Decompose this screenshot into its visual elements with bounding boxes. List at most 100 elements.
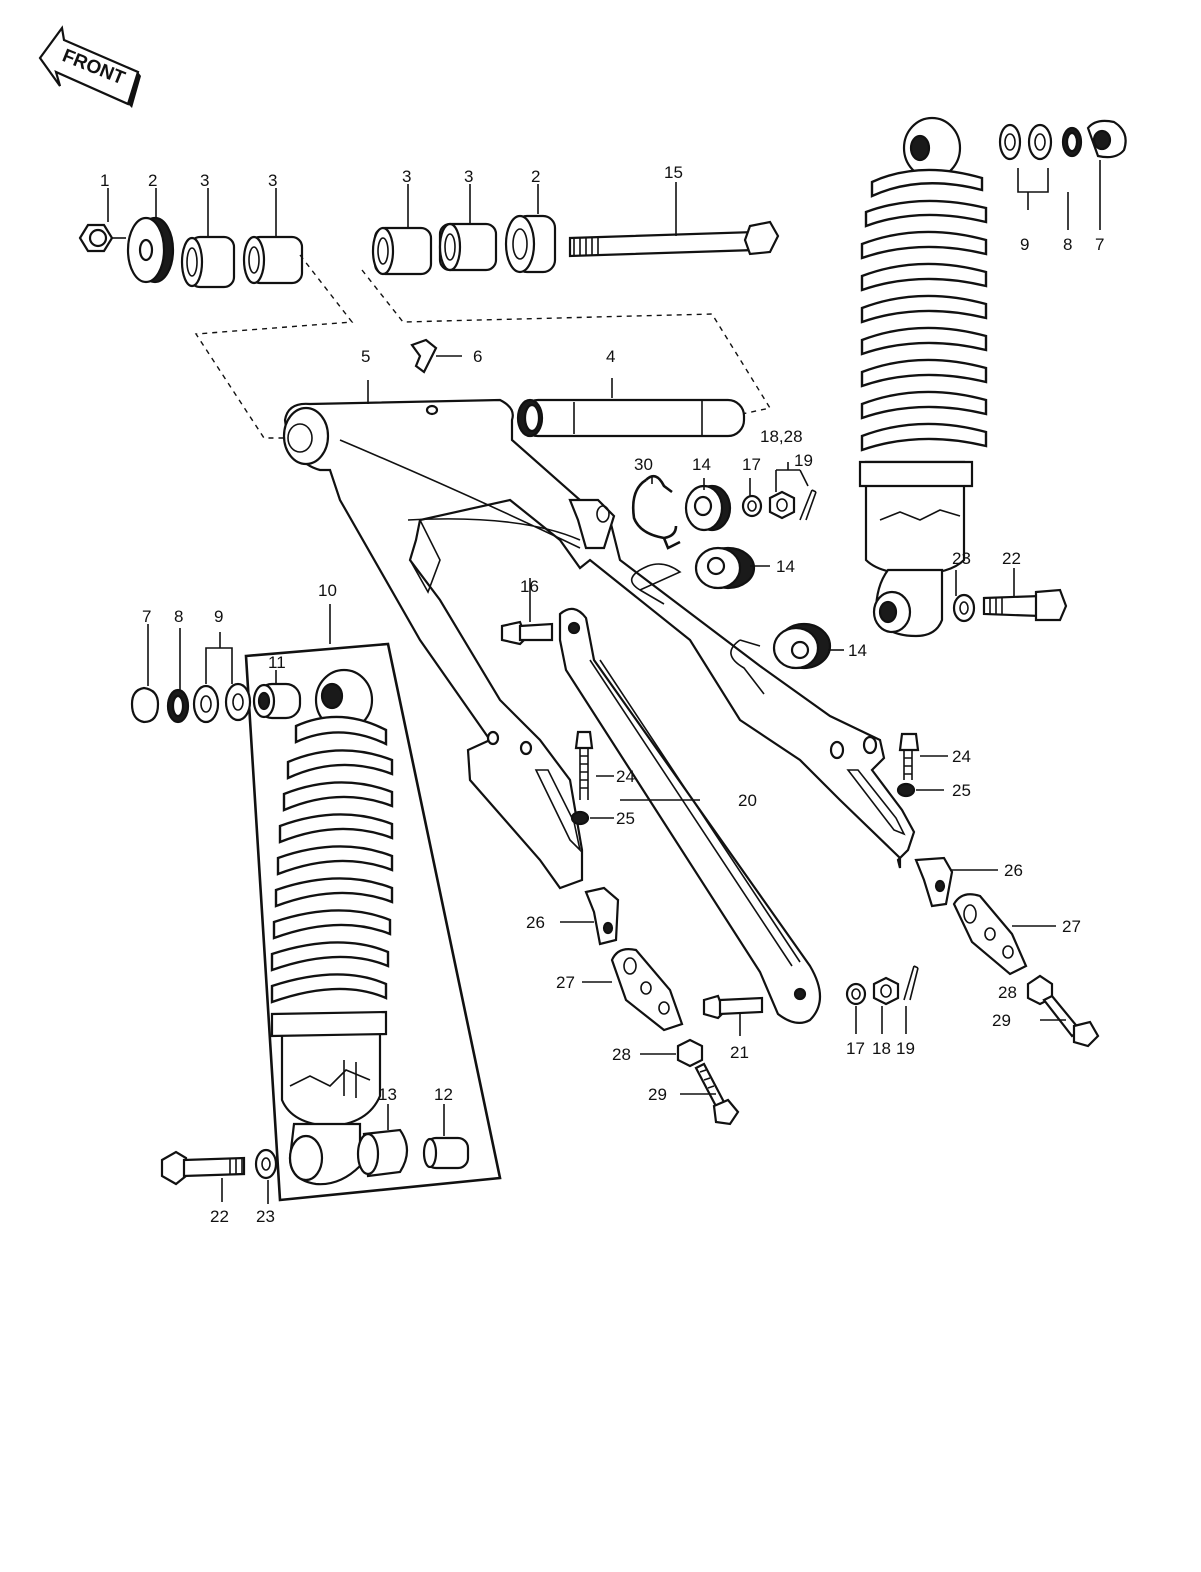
washer-17-lower: [845, 982, 867, 1034]
callout: 9: [214, 607, 223, 626]
callout: 19: [794, 451, 813, 470]
nut-18-lower: [872, 976, 900, 1034]
bushing-11: [252, 670, 302, 720]
nut-28-left: [640, 1038, 704, 1068]
callout: 25: [616, 809, 635, 828]
washer-8-upper: [1061, 126, 1083, 158]
callout: 5: [361, 347, 370, 366]
callout: 17: [846, 1039, 865, 1058]
callout: 11: [268, 653, 286, 672]
needle-bearing-3c: [371, 226, 433, 276]
callout: 20: [738, 791, 757, 810]
washer-9-left-b: [224, 682, 252, 722]
shock-frame-10: [244, 604, 502, 1202]
callout: 16: [520, 577, 539, 596]
grommet-14c: [772, 622, 844, 670]
callout: 14: [848, 641, 867, 660]
grease-nipple-6: [410, 338, 462, 374]
cap-nut-7-upper: [1086, 119, 1127, 159]
washer-23-upper: [952, 593, 976, 623]
chain-adjuster-block-26-left: [560, 886, 620, 946]
torque-link-20: [558, 607, 822, 1025]
washer-17-upper: [741, 494, 763, 518]
bracket-9-upper: [1017, 168, 1049, 193]
washer-23-lower: [254, 1148, 278, 1204]
callout: 14: [692, 455, 711, 474]
callout: 29: [648, 1085, 667, 1104]
callout: 21: [730, 1043, 749, 1062]
dash-leader-center: [361, 269, 772, 415]
callout: 14: [776, 557, 795, 576]
callout: 7: [1095, 235, 1104, 254]
callout-labels: 1 2 3 3 3 3 2 15 5 6 4 9 8 7 18,28 19 30…: [100, 163, 1104, 1226]
callout: 29: [992, 1011, 1011, 1030]
callout: 12: [434, 1085, 453, 1104]
sleeve-4: [516, 378, 746, 438]
chain-adjuster-27-right: [952, 893, 1056, 976]
callout: 8: [174, 607, 183, 626]
callout: 26: [1004, 861, 1023, 880]
callout: 18: [872, 1039, 891, 1058]
callout: 1: [100, 171, 109, 190]
chain-adjuster-27-left: [582, 948, 684, 1032]
rear-shock-right: [858, 116, 988, 638]
washer-9-left-a: [192, 684, 220, 724]
callout: 9: [1020, 235, 1029, 254]
callout: 24: [952, 747, 971, 766]
callout: 13: [378, 1085, 397, 1104]
callout: 2: [148, 171, 157, 190]
grommet-14a: [684, 484, 732, 532]
callout: 26: [526, 913, 545, 932]
nut-25-right: [896, 782, 944, 798]
leader-lines: [107, 160, 1101, 801]
nut-25-left: [570, 810, 614, 826]
needle-bearing-3d: [438, 222, 498, 272]
bolt-24-left: [574, 730, 614, 800]
collar-2-left: [126, 216, 175, 284]
callout: 3: [268, 171, 277, 190]
hose-clamp-30: [631, 474, 681, 550]
cotter-pin-19-upper: [775, 462, 817, 521]
callout: 3: [200, 171, 209, 190]
collar-12: [422, 1104, 470, 1170]
callout: 15: [664, 163, 683, 182]
pivot-nut-1: [78, 223, 126, 253]
callout: 3: [464, 167, 473, 186]
bolt-21: [702, 994, 764, 1036]
callout: 3: [402, 167, 411, 186]
washer-9-upper-a: [998, 123, 1022, 161]
arm-clips: [630, 563, 765, 695]
washer-8-left: [166, 628, 190, 724]
callout: 19: [896, 1039, 915, 1058]
washer-9-upper-b: [1027, 123, 1053, 161]
bolt-22-upper: [982, 588, 1068, 622]
rear-shock-left: [270, 668, 394, 1186]
callout: 4: [606, 347, 615, 366]
callout: 27: [1062, 917, 1081, 936]
callout: 24: [616, 767, 635, 786]
swing-arm-5: [282, 398, 916, 890]
callout: 30: [634, 455, 653, 474]
callout: 28: [998, 983, 1017, 1002]
grommet-14b: [694, 546, 770, 590]
callout: 28: [612, 1045, 631, 1064]
pivot-shaft-15: [568, 220, 780, 258]
collar-2-right: [504, 214, 557, 274]
dash-leader-left: [194, 254, 354, 439]
bushing-13: [356, 1104, 409, 1178]
callout: 25: [952, 781, 971, 800]
nut-18-upper: [768, 490, 796, 520]
bracket-9-left: [205, 632, 233, 684]
callout: 23: [952, 549, 971, 568]
callout: 2: [531, 167, 540, 186]
bolt-29-right: [1040, 994, 1100, 1048]
cotter-pin-19-lower: [903, 965, 919, 1034]
callout: 22: [210, 1207, 229, 1226]
bolt-29-left: [680, 1062, 740, 1126]
callout: 10: [318, 581, 337, 600]
bolt-16: [500, 578, 554, 646]
bolt-24-right: [898, 732, 948, 780]
needle-bearing-3b: [242, 235, 304, 285]
callout: 17: [742, 455, 761, 474]
